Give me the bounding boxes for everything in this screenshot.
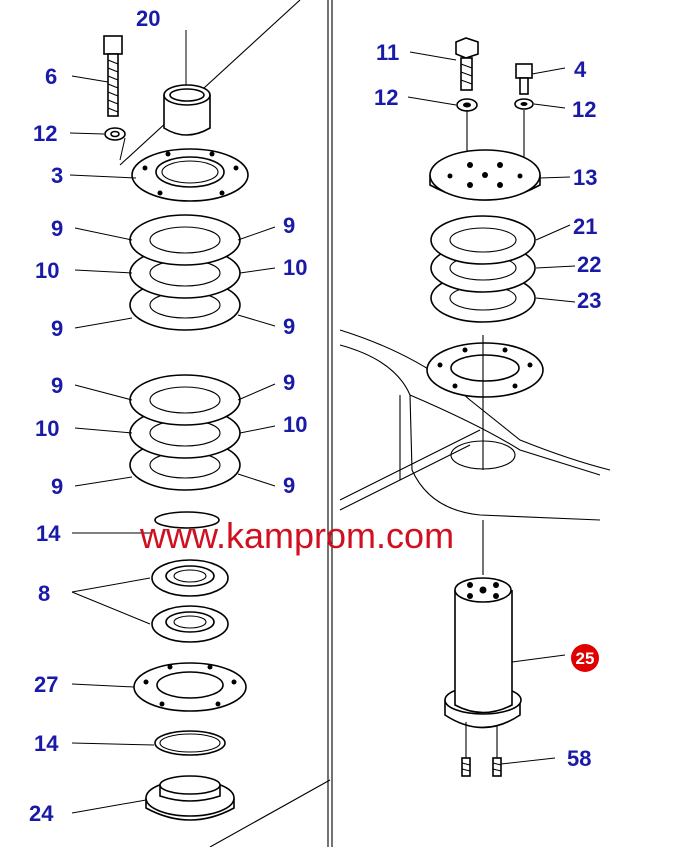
bolt-6: [103, 35, 123, 117]
label-10-a: 10: [35, 258, 59, 283]
disc-stack-upper: [129, 214, 241, 331]
part-25-badge: 25: [571, 644, 599, 672]
label-27: 27: [34, 672, 58, 697]
label-21: 21: [573, 214, 597, 239]
cover-plate-13: [429, 149, 541, 201]
label-8: 8: [38, 581, 50, 606]
leader-lines: [69, 30, 576, 814]
label-9-f: 9: [283, 370, 295, 395]
label-10-c: 10: [35, 416, 59, 441]
label-9-c: 9: [51, 316, 63, 341]
label-25: 25: [576, 649, 595, 668]
bolt-4: [515, 63, 533, 95]
label-22: 22: [577, 252, 601, 277]
label-58: 58: [567, 746, 591, 771]
washer-12-right-b: [514, 98, 534, 110]
snap-ring-14-upper: [154, 511, 220, 529]
washer-12-right-a: [456, 98, 478, 112]
bearing-8-upper: [151, 559, 229, 597]
flange-3: [131, 148, 249, 202]
label-10-d: 10: [283, 412, 307, 437]
flange-27: [133, 662, 247, 712]
label-13: 13: [573, 165, 597, 190]
frame-lines: [119, 0, 611, 847]
gasket: [426, 342, 544, 398]
label-9-d: 9: [283, 314, 295, 339]
label-9-h: 9: [283, 473, 295, 498]
shaft-25: [444, 577, 522, 729]
label-9-a: 9: [51, 216, 63, 241]
label-4: 4: [574, 57, 587, 82]
collar-24: [145, 775, 235, 821]
label-9-g: 9: [51, 474, 63, 499]
label-12-right-b: 12: [572, 97, 596, 122]
label-9-e: 9: [51, 373, 63, 398]
label-10-b: 10: [283, 255, 307, 280]
label-6: 6: [45, 64, 57, 89]
disc-stack-right: [430, 215, 536, 323]
label-3: 3: [51, 163, 63, 188]
studs-58: [461, 757, 502, 777]
label-12-left: 12: [33, 121, 57, 146]
bolt-11: [455, 37, 479, 91]
washer-12-left: [104, 127, 126, 141]
disc-stack-lower: [129, 374, 241, 491]
label-9-b: 9: [283, 213, 295, 238]
label-24: 24: [29, 801, 54, 826]
snap-ring-14-lower: [154, 730, 226, 756]
label-23: 23: [577, 288, 601, 313]
label-12-right-a: 12: [374, 85, 398, 110]
badge-circle: [571, 644, 599, 672]
label-14-upper: 14: [36, 521, 61, 546]
label-11: 11: [376, 40, 399, 65]
watermark: www.kamprom.com: [139, 515, 454, 556]
part-labels: 20 6 12 3 9 9 10 10 9 9 9 9 10 10 9 9 14…: [29, 6, 601, 826]
label-14-lower: 14: [34, 731, 59, 756]
bearing-8-lower: [151, 605, 229, 643]
label-20: 20: [136, 6, 160, 31]
bushing-20: [163, 84, 211, 136]
